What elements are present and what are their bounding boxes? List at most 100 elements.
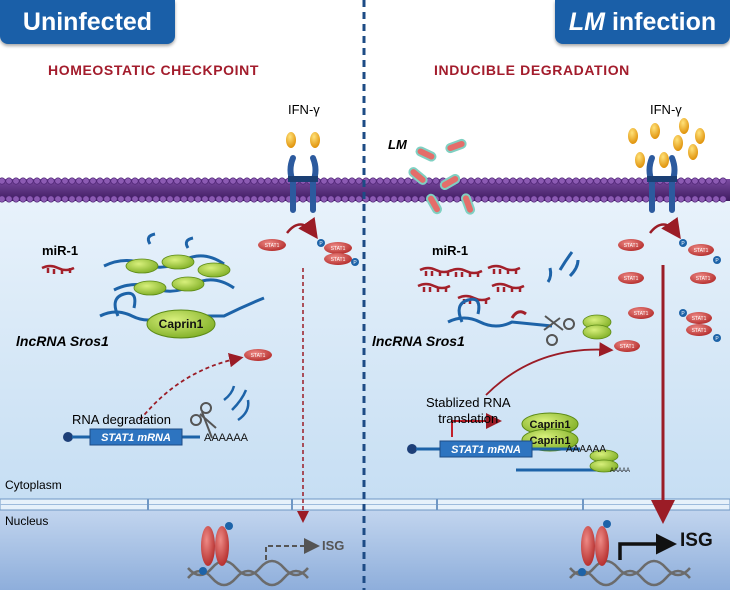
lipid-head — [75, 177, 83, 185]
stat1-protein — [686, 312, 712, 324]
mirna-label-left: miR-1 — [42, 243, 79, 258]
lipid-head — [397, 177, 405, 185]
lipid-head — [712, 177, 720, 185]
lipid-head — [166, 177, 174, 185]
lipid-head — [481, 177, 489, 185]
lipid-head — [572, 195, 580, 203]
lipid-head — [621, 177, 629, 185]
stabilized-rna-line2: translation — [438, 411, 499, 426]
translation-start-arrow-right — [451, 413, 502, 437]
lipid-head — [194, 195, 202, 203]
lipid-head — [257, 195, 265, 203]
stat1-protein-label: STAT1 — [692, 328, 707, 334]
lipid-head — [453, 195, 461, 203]
lipid-head — [677, 177, 685, 185]
polya-tail-left: AAAAAA — [204, 432, 249, 444]
lipid-head — [600, 195, 608, 203]
stat1-dimer-left — [199, 522, 233, 575]
lm-label: LM — [388, 137, 407, 152]
infection-tab: LM infection — [555, 0, 730, 44]
lipid-head — [544, 177, 552, 185]
phospho-label-left-b: P — [353, 260, 357, 266]
stat1-protein — [618, 272, 644, 284]
lipid-head — [404, 177, 412, 185]
lipid-head — [355, 195, 363, 203]
stat1-label-left-c: STAT1 — [331, 257, 346, 263]
lipid-head — [502, 177, 510, 185]
lipid-head — [152, 177, 160, 185]
rna-degradation-label: RNA degradation — [72, 412, 172, 427]
degraded-rna-fragments — [223, 385, 250, 422]
mirna-cluster-right — [417, 264, 525, 304]
lipid-head — [635, 177, 643, 185]
scissors-icon-left — [190, 402, 217, 439]
lipid-head — [68, 195, 76, 203]
stat1-mrna-label-right: STAT1 mRNA — [451, 444, 521, 456]
lipid-head — [411, 195, 419, 203]
polya-tail-right-small: AAAAA — [610, 468, 630, 474]
lipid-head — [369, 195, 377, 203]
lipid-head — [110, 177, 118, 185]
lipid-head — [551, 195, 559, 203]
caprin1-protein-left — [146, 309, 216, 339]
stabilized-rna-label: Stablized RNA translation — [426, 395, 511, 427]
lipid-head — [467, 177, 475, 185]
lipid-head — [33, 177, 41, 185]
lipid-head — [54, 177, 62, 185]
lipid-head — [376, 195, 384, 203]
isg-label-right: ISG — [680, 530, 713, 551]
lipid-head — [320, 195, 328, 203]
phospho-group — [679, 309, 687, 317]
stat1-protein-label: STAT1 — [634, 311, 649, 317]
ifn-gamma-receptor-left — [286, 132, 320, 213]
translation-arrow-left — [139, 353, 244, 421]
lipid-head — [544, 195, 552, 203]
lipid-head — [677, 195, 685, 203]
lipid-head — [558, 177, 566, 185]
phosphorylation-arrow-left — [286, 216, 318, 240]
lipid-head — [250, 177, 258, 185]
stat1-cluster-right: STAT1STAT1STAT1STAT1STAT1STAT1STAT1STAT1… — [614, 239, 721, 352]
lipid-head — [278, 177, 286, 185]
lipid-head — [187, 177, 195, 185]
phospho-label: P — [715, 336, 719, 342]
scissors-icon-right — [543, 315, 575, 346]
lipid-head — [579, 195, 587, 203]
lipid-head — [208, 177, 216, 185]
ifn-gamma-label-left: IFN-γ — [288, 102, 320, 117]
lncrna-sros1-structure-left — [99, 232, 265, 322]
lipid-head — [236, 195, 244, 203]
lipid-head — [103, 195, 111, 203]
lipid-head — [61, 195, 69, 203]
lipid-head — [656, 195, 664, 203]
lipid-head — [0, 195, 6, 203]
nucleus-label: Nucleus — [5, 514, 49, 528]
lipid-head — [390, 177, 398, 185]
lipid-head — [145, 195, 153, 203]
lncrna-label-left: lncRNA Sros1 — [16, 333, 109, 349]
stat1-group-left-receptor — [258, 239, 359, 266]
lipid-head — [474, 195, 482, 203]
lipid-head — [124, 195, 132, 203]
translation-arrow-right — [485, 342, 614, 396]
ifn-gamma-receptor-right — [628, 118, 705, 213]
lipid-head — [614, 195, 622, 203]
mirna-label-right: miR-1 — [432, 243, 469, 258]
lipid-head — [243, 177, 251, 185]
lipid-head — [194, 177, 202, 185]
lipid-head — [558, 195, 566, 203]
lipid-head — [460, 177, 468, 185]
lipid-head — [446, 195, 454, 203]
stat1-protein — [690, 272, 716, 284]
lipid-head — [68, 177, 76, 185]
lipid-head — [208, 195, 216, 203]
lipid-head — [201, 195, 209, 203]
lipid-head — [138, 177, 146, 185]
lipid-head — [376, 177, 384, 185]
lipid-head — [131, 195, 139, 203]
lipid-head — [138, 195, 146, 203]
lipid-head — [180, 177, 188, 185]
lipid-head — [250, 195, 258, 203]
lipid-head — [12, 177, 20, 185]
caprin1-label-right-a: Caprin1 — [530, 419, 571, 431]
